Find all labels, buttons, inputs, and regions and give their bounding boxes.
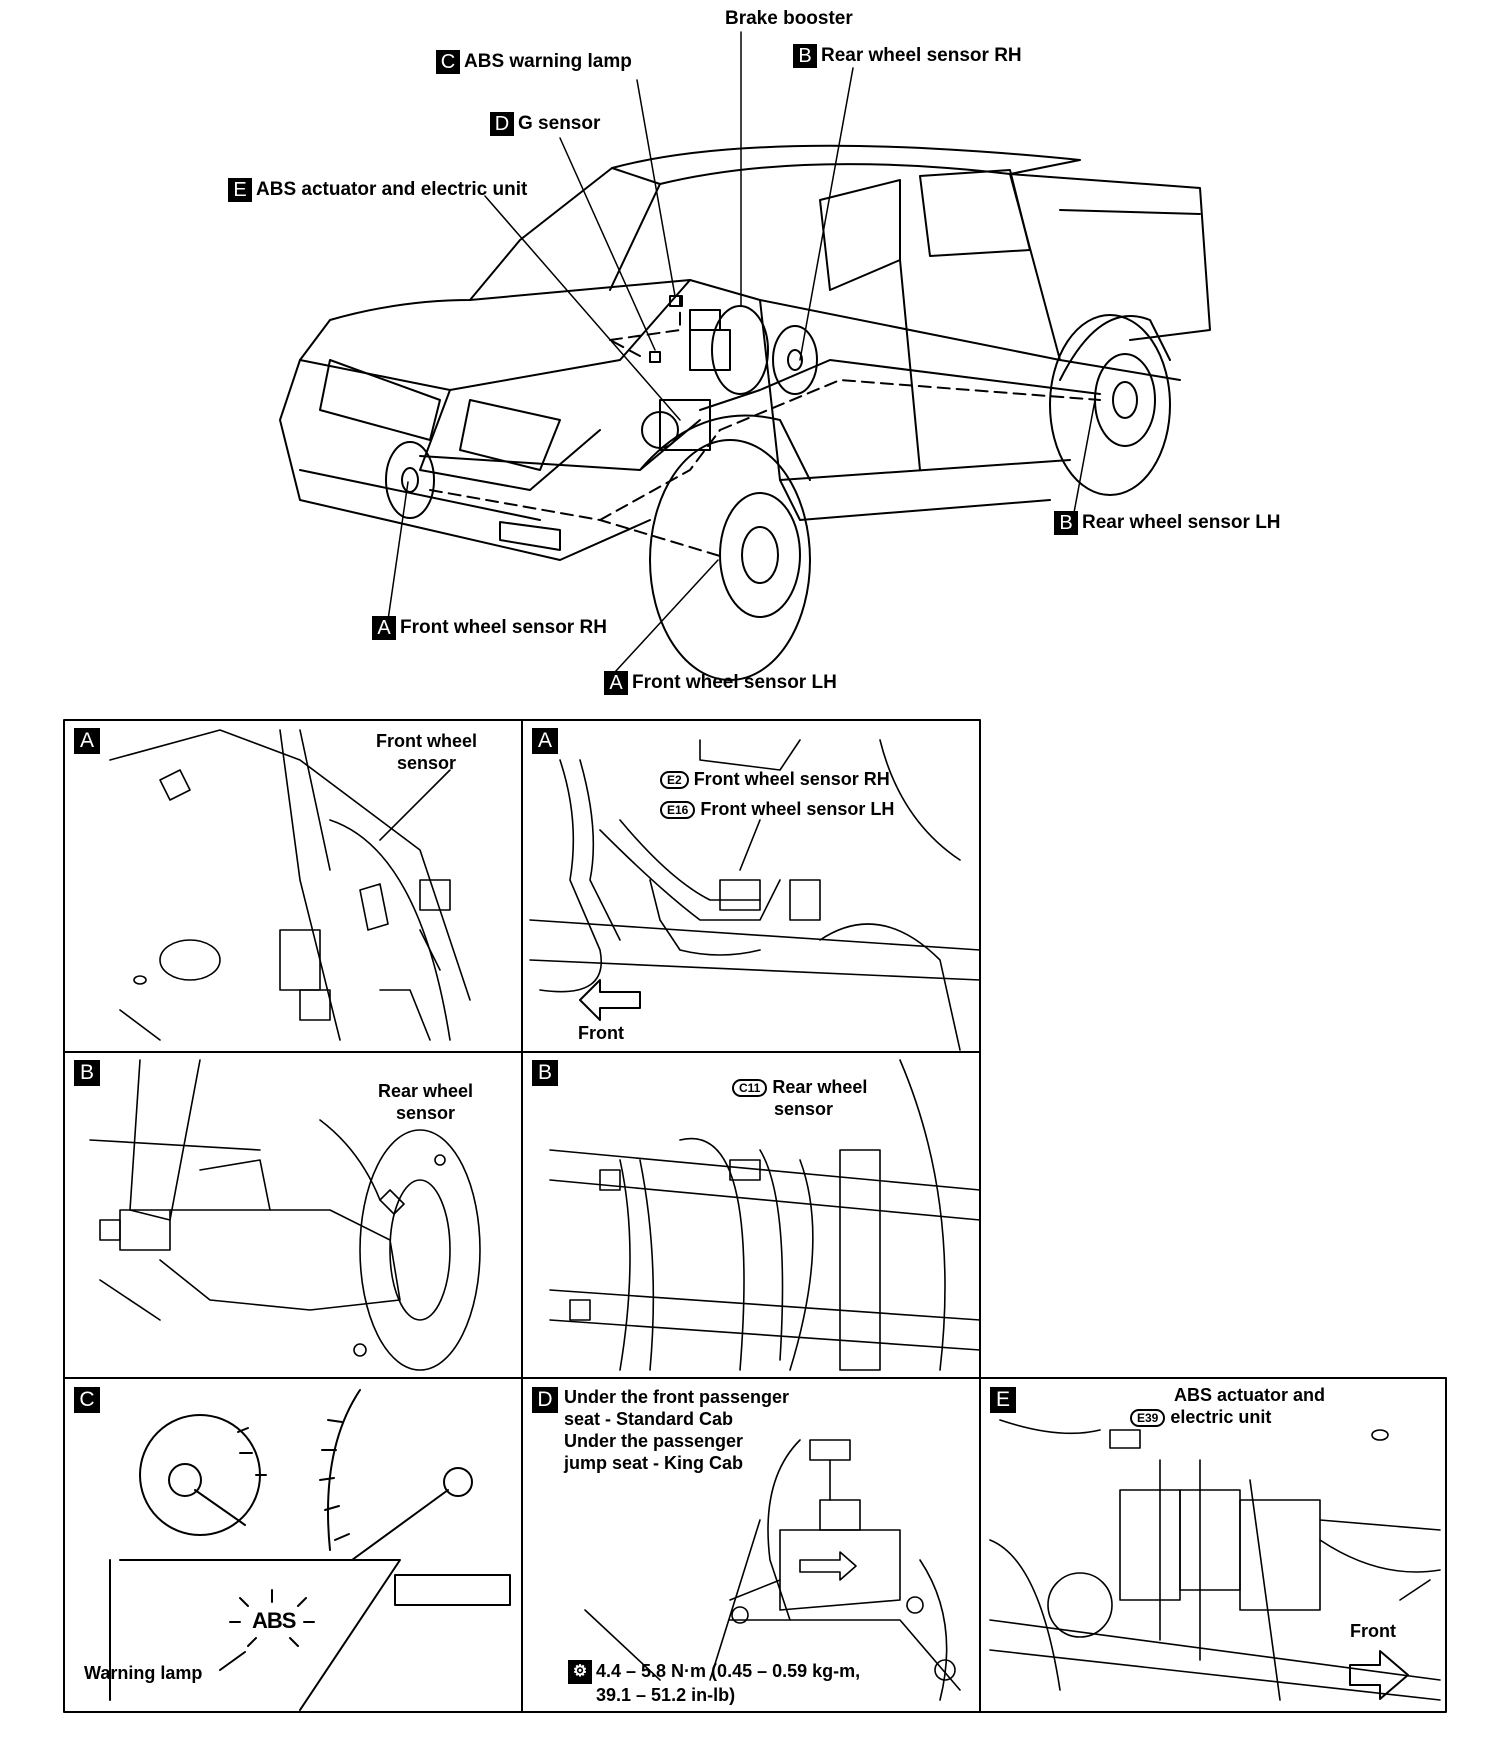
torque-spec: ⚙4.4 – 5.8 N·m (0.45 – 0.59 kg-m, 39.1 –… <box>568 1660 860 1706</box>
panel-tag: D <box>532 1387 558 1413</box>
panel-b1-art <box>89 1059 481 1371</box>
callout-tag: A <box>604 671 628 695</box>
panel-b1-label: Rear wheel sensor <box>378 1080 473 1124</box>
callout-text: Front wheel sensor RH <box>400 617 607 639</box>
connector-text: Front wheel sensor LH <box>700 799 895 819</box>
panel-a1-art <box>109 729 471 1041</box>
callout-tag: A <box>372 616 396 640</box>
front-direction-label: Front <box>578 1023 624 1043</box>
callout-tag: E <box>228 178 252 202</box>
front-direction-label: Front <box>1350 1621 1396 1641</box>
warning-lamp-label: Warning lamp <box>84 1663 203 1683</box>
label-line: electric unit <box>1170 1407 1272 1427</box>
label-line: sensor <box>774 1099 834 1119</box>
panel-tag: A <box>532 728 558 754</box>
label-line: sensor <box>396 753 457 773</box>
callout-text: ABS actuator and electric unit <box>256 179 528 201</box>
panel-tag: C <box>74 1387 100 1413</box>
connector-code: E2 <box>660 771 689 790</box>
location-line: jump seat - King Cab <box>564 1453 744 1473</box>
callout-text: Front wheel sensor LH <box>632 672 837 694</box>
connector-code: E39 <box>1130 1409 1166 1428</box>
connector-code: E16 <box>660 801 696 820</box>
connector-code: C11 <box>732 1079 768 1098</box>
torque-wrench-icon: ⚙ <box>568 1660 592 1685</box>
callout-text: Brake booster <box>725 8 853 29</box>
callout-text: ABS warning lamp <box>464 51 632 73</box>
callout-text: G sensor <box>518 113 601 135</box>
panel-a1-label: Front wheel sensor <box>376 730 477 774</box>
panel-tag: B <box>74 1060 100 1086</box>
panel-e-art <box>989 1419 1441 1701</box>
truck-body <box>279 144 1211 681</box>
leader-lines <box>387 31 1096 673</box>
callout-tag: B <box>1054 511 1078 535</box>
label-line: Rear wheel <box>772 1077 868 1097</box>
panel-d-art <box>584 1439 961 1701</box>
panel-b2-art <box>549 1059 981 1371</box>
callout-tag: B <box>793 44 817 68</box>
location-line: Under the passenger <box>564 1431 744 1451</box>
callout-tag: C <box>436 50 460 74</box>
label-line: Rear wheel <box>378 1081 474 1101</box>
callout-brake-booster: Brake booster <box>725 8 853 30</box>
callout-text: Rear wheel sensor LH <box>1082 512 1281 534</box>
location-line: seat - Standard Cab <box>564 1409 734 1429</box>
callout-text: Rear wheel sensor RH <box>821 45 1022 67</box>
torque-line: 39.1 – 51.2 in-lb) <box>596 1685 736 1706</box>
abs-warning-lamp-text: ABS <box>252 1608 296 1633</box>
torque-line: 4.4 – 5.8 N·m (0.45 – 0.59 kg-m, <box>596 1661 861 1681</box>
location-line: Under the front passenger <box>564 1387 790 1407</box>
label-line: Front wheel <box>376 731 478 751</box>
panel-d-location: Under the front passenger seat - Standar… <box>564 1386 789 1474</box>
callout-tag: D <box>490 112 514 136</box>
panel-c-art <box>109 1389 511 1711</box>
panel-tag: B <box>532 1060 558 1086</box>
label-line: sensor <box>396 1103 456 1123</box>
panel-a2-art <box>529 739 981 1051</box>
panel-tag: A <box>74 728 100 754</box>
dashed-harness <box>429 295 1101 557</box>
connector-text: Front wheel sensor RH <box>693 769 890 789</box>
panel-tag: E <box>990 1387 1016 1413</box>
label-line: ABS actuator and <box>1174 1385 1326 1405</box>
